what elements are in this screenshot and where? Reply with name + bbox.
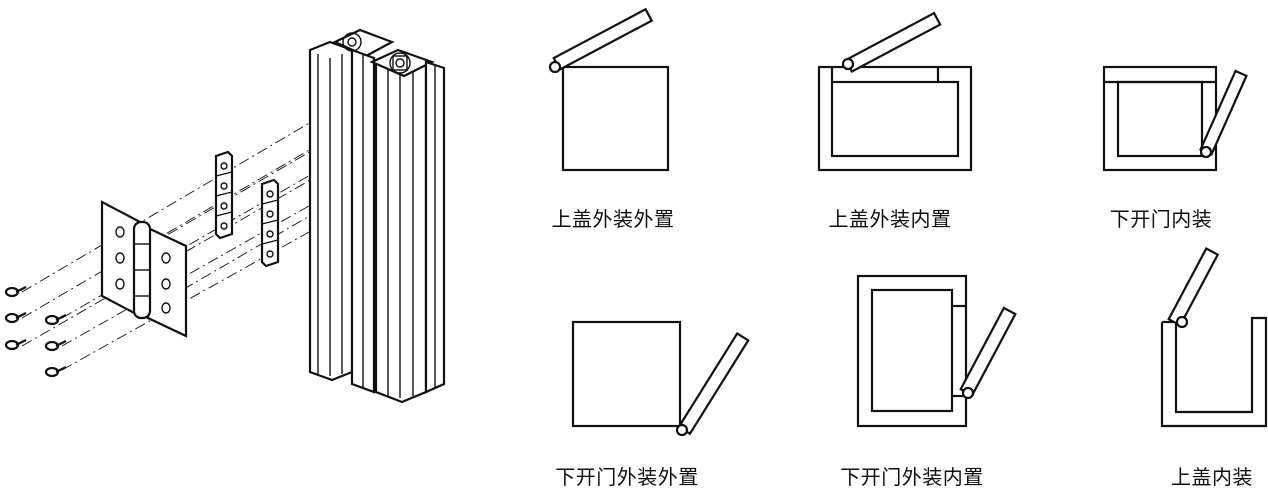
screws <box>4 286 67 378</box>
caption-top-lid-internal: 上盖内装 <box>1171 465 1253 489</box>
schematic-top-lid-external-inside <box>817 11 973 172</box>
slot-nut-strip-2 <box>260 178 280 268</box>
screw-2 <box>4 312 27 324</box>
aluminum-profile-rail-left <box>308 28 395 394</box>
schematic-top-lid-external-outside <box>548 7 670 172</box>
schematic-bottom-door-external-outside <box>571 320 750 437</box>
schematic-bottom-door-external-inside <box>856 274 1017 428</box>
caption-bottom-door-internal: 下开门内装 <box>1109 207 1213 231</box>
caption-top-lid-external-inside: 上盖外装内置 <box>828 207 952 231</box>
schematic-top-lid-internal <box>1160 247 1268 428</box>
screw-6 <box>44 366 67 378</box>
caption-bottom-door-external-inside: 下开门外装内置 <box>840 465 984 489</box>
slot-nut-strip-1 <box>214 150 234 240</box>
screw-1 <box>4 286 27 298</box>
caption-bottom-door-external-outside: 下开门外装外置 <box>555 465 699 489</box>
schematic-bottom-door-internal <box>1102 65 1248 172</box>
caption-top-lid-external-outside: 上盖外装外置 <box>551 207 675 231</box>
hinge-plate <box>100 200 188 338</box>
screw-4 <box>44 314 67 326</box>
aluminum-profile-rail-right <box>369 48 446 404</box>
screw-3 <box>4 339 27 351</box>
screw-5 <box>44 340 67 352</box>
exploded-hinge-assembly <box>4 28 446 404</box>
